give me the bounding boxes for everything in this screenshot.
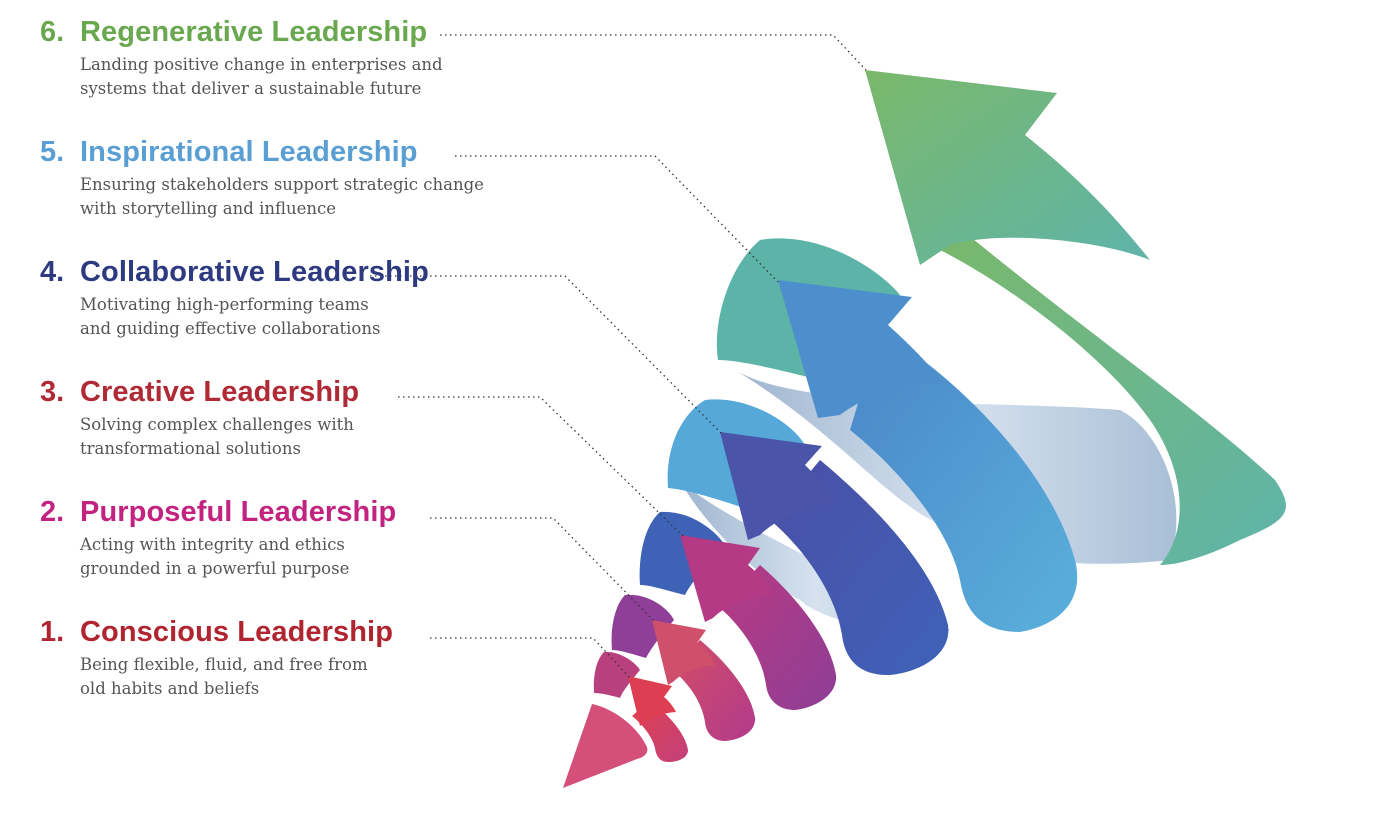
level-4-desc-line1: Motivating high-performing teams	[80, 295, 369, 314]
level-1-desc-line1: Being flexible, fluid, and free from	[80, 655, 368, 674]
arrow-1-head	[628, 676, 676, 726]
level-1-desc-line2: old habits and beliefs	[80, 679, 260, 698]
arrow-3-head	[680, 535, 774, 622]
connector-6	[440, 34, 867, 71]
level-4-description: Motivating high-performing teams and gui…	[80, 293, 510, 341]
level-3-desc-line2: transformational solutions	[80, 439, 301, 458]
connector-lines	[370, 34, 867, 679]
level-6-title: Regenerative Leadership	[80, 16, 428, 48]
connector-3	[398, 396, 685, 538]
level-2-title: Purposeful Leadership	[80, 496, 397, 528]
level-5-description: Ensuring stakeholders support strategic …	[80, 173, 510, 221]
arrow-4-band	[770, 460, 949, 676]
level-1-description: Being flexible, fluid, and free from old…	[80, 653, 510, 701]
level-6-desc-line1: Landing positive change in enterprises a…	[80, 55, 443, 74]
level-1: 1. Conscious Leadership Being flexible, …	[40, 616, 510, 701]
arrow-5-band	[850, 330, 1078, 632]
level-5-heading: 5. Inspirational Leadership	[40, 136, 510, 169]
level-4: 4. Collaborative Leadership Motivating h…	[40, 256, 510, 341]
level-6-description: Landing positive change in enterprises a…	[80, 53, 510, 101]
level-3-description: Solving complex challenges with transfor…	[80, 413, 510, 461]
arrow-3-band	[720, 565, 837, 710]
level-6: 6. Regenerative Leadership Landing posit…	[40, 16, 510, 101]
connector-2	[430, 517, 656, 623]
level-5-number: 5.	[40, 136, 65, 168]
level-2-desc-line2: grounded in a powerful purpose	[80, 559, 350, 578]
level-5-desc-line1: Ensuring stakeholders support strategic …	[80, 175, 484, 194]
connector-4	[370, 275, 723, 435]
level-2: 2. Purposeful Leadership Acting with int…	[40, 496, 510, 581]
spiral-tip	[563, 704, 648, 788]
arrow-2-back-curl	[593, 651, 640, 698]
level-4-number: 4.	[40, 256, 65, 288]
arrow-4-back-curl	[639, 511, 725, 595]
level-3-title: Creative Leadership	[80, 376, 360, 408]
arrow-5-head	[778, 280, 945, 418]
arrow-6-band	[940, 220, 1286, 565]
level-2-heading: 2. Purposeful Leadership	[40, 496, 510, 529]
level-4-title: Collaborative Leadership	[80, 256, 429, 288]
level-1-heading: 1. Conscious Leadership	[40, 616, 510, 649]
level-3-desc-line1: Solving complex challenges with	[80, 415, 354, 434]
arrow-3-back-curl	[611, 594, 674, 658]
level-4-desc-line2: and guiding effective collaborations	[80, 319, 381, 338]
level-2-number: 2.	[40, 496, 65, 528]
level-2-desc-line1: Acting with integrity and ethics	[80, 535, 345, 554]
level-6-number: 6.	[40, 16, 65, 48]
arrow-4-head	[720, 432, 840, 540]
level-3-heading: 3. Creative Leadership	[40, 376, 510, 409]
level-2-description: Acting with integrity and ethics grounde…	[80, 533, 510, 581]
level-6-heading: 6. Regenerative Leadership	[40, 16, 510, 49]
level-5-desc-line2: with storytelling and influence	[80, 199, 337, 218]
level-5: 5. Inspirational Leadership Ensuring sta…	[40, 136, 510, 221]
arrow-6-head	[865, 70, 1150, 265]
level-6-desc-line2: systems that deliver a sustainable futur…	[80, 79, 422, 98]
connector-5	[455, 155, 779, 283]
level-4-heading: 4. Collaborative Leadership	[40, 256, 510, 289]
level-1-title: Conscious Leadership	[80, 616, 394, 648]
arrow-2-head	[652, 620, 716, 685]
level-3: 3. Creative Leadership Solving complex c…	[40, 376, 510, 461]
level-5-title: Inspirational Leadership	[80, 136, 418, 168]
level-1-number: 1.	[40, 616, 65, 648]
level-3-number: 3.	[40, 376, 65, 408]
